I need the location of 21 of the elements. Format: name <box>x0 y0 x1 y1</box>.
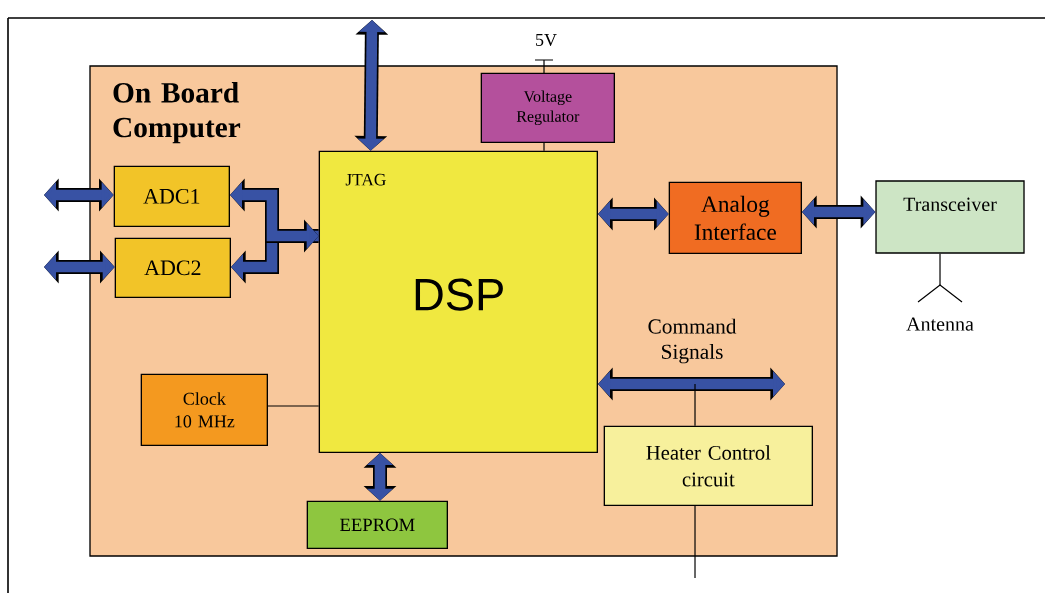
converter-box: ADC1 <box>113 165 230 227</box>
regulator-box: Voltage Regulator <box>480 72 615 143</box>
heater-box: Heater Control circuit <box>603 425 813 506</box>
memory-box: EEPROM <box>306 500 448 549</box>
interface-box: Analog Interface <box>668 181 802 254</box>
connector-line <box>694 505 696 579</box>
clock-box: Clock 10 MHz <box>140 373 268 446</box>
converter-box: ADC2 <box>114 237 231 298</box>
transceiver-box: Transceiver <box>875 180 1025 254</box>
connector-line <box>939 253 941 286</box>
bus-arrow <box>598 367 785 401</box>
bus-arrow <box>44 178 114 212</box>
bus-arrow <box>363 453 397 501</box>
connector-line <box>694 383 696 427</box>
voltage-label: 5V <box>536 33 557 47</box>
bus-arrow <box>44 250 115 284</box>
edge-label: Command Signals <box>648 318 737 364</box>
connector-line <box>543 142 545 152</box>
connector-line <box>267 405 320 407</box>
bus-arrow <box>598 197 669 231</box>
processor-box: JTAG DSP <box>318 150 598 453</box>
